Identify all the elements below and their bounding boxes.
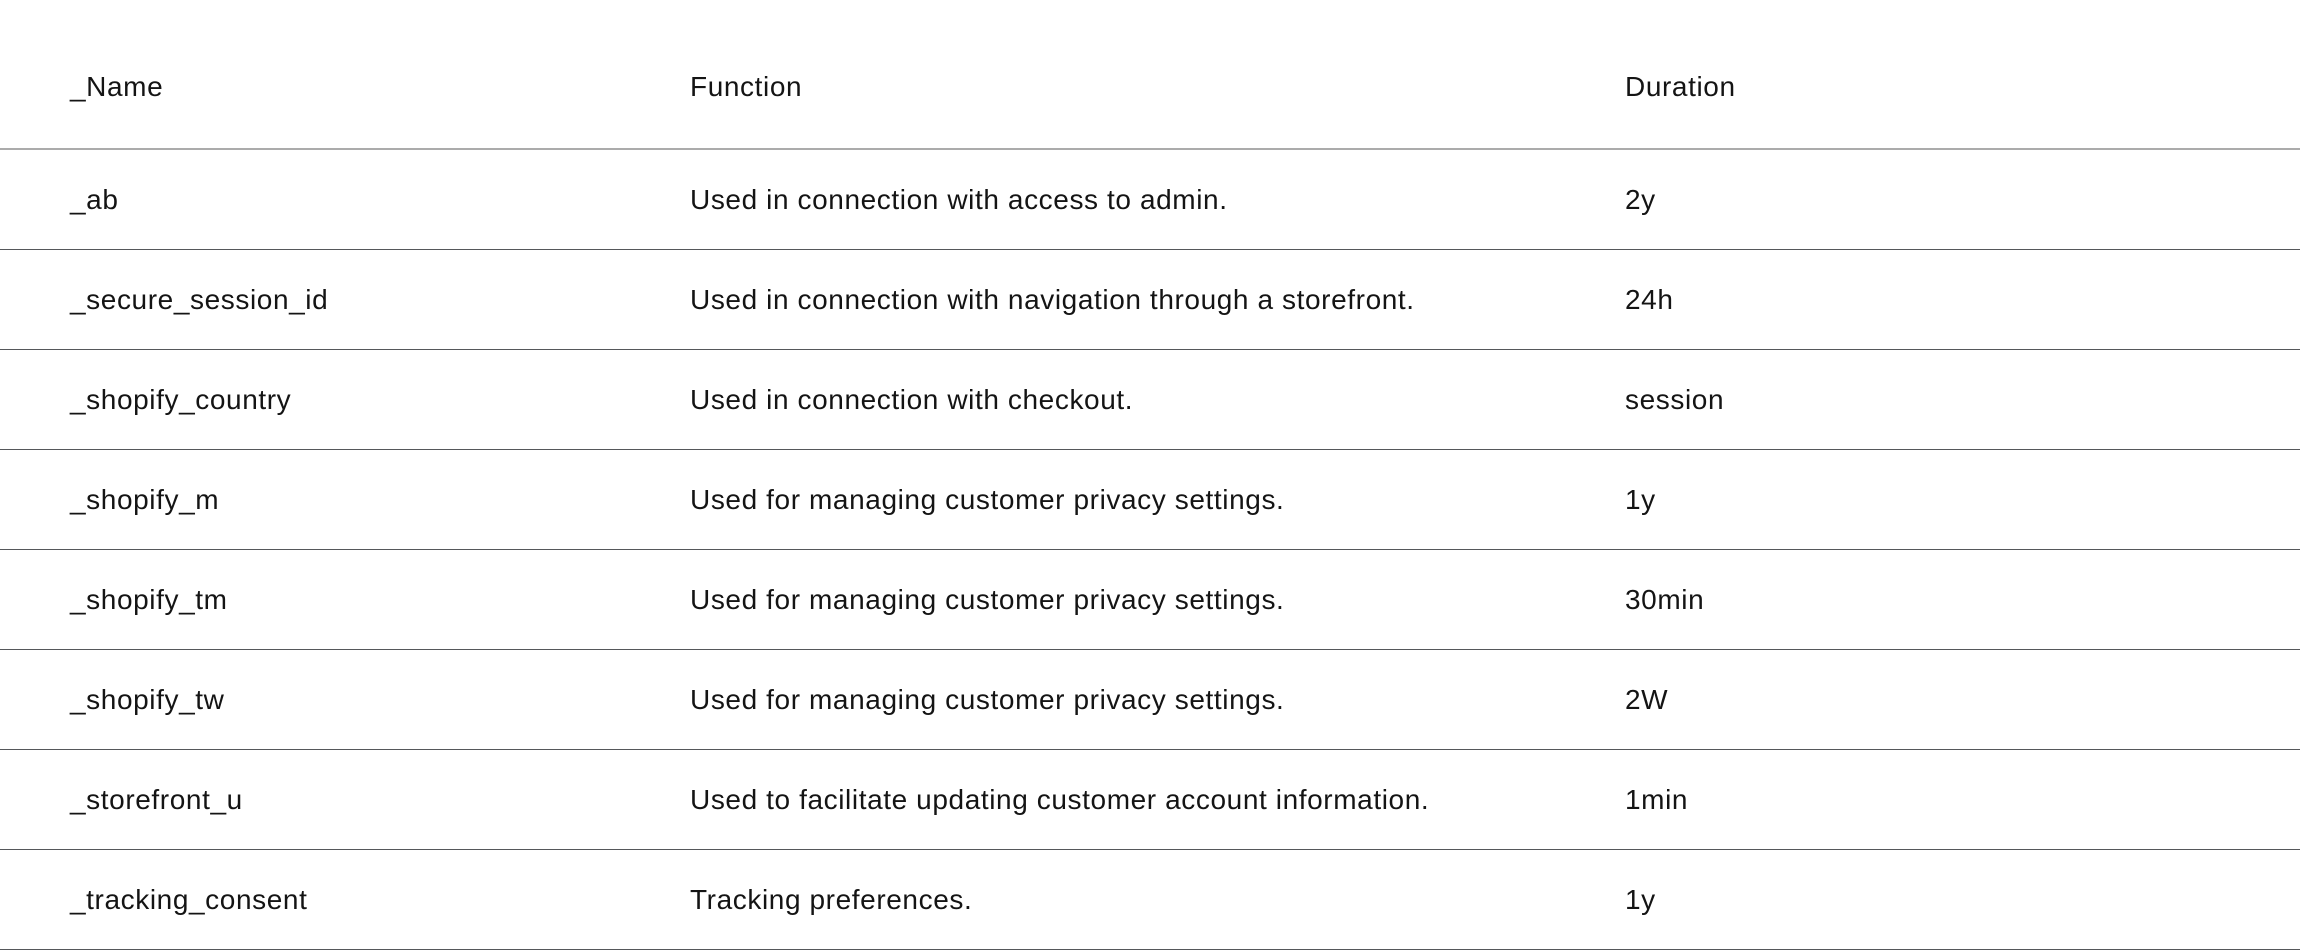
cookie-name-cell: _shopify_country <box>0 349 620 450</box>
column-header-name: _Name <box>0 0 620 150</box>
cookie-name-cell: _ab <box>0 149 620 250</box>
cookie-duration-cell: 1y <box>1555 849 2300 950</box>
column-header-duration: Duration <box>1555 0 2300 150</box>
cookie-function-cell: Tracking preferences. <box>620 849 1555 950</box>
cookie-name-cell: _shopify_m <box>0 449 620 550</box>
cookie-duration-cell: 2W <box>1555 649 2300 750</box>
cookie-function-cell: Used in connection with navigation throu… <box>620 249 1555 350</box>
cookie-name-cell: _storefront_u <box>0 749 620 850</box>
cookie-function-cell: Used for managing customer privacy setti… <box>620 449 1555 550</box>
cookie-name-cell: _shopify_tw <box>0 649 620 750</box>
cookie-duration-cell: 2y <box>1555 149 2300 250</box>
cookie-function-cell: Used for managing customer privacy setti… <box>620 549 1555 650</box>
column-header-function: Function <box>620 0 1555 150</box>
cookie-name-cell: _shopify_tm <box>0 549 620 650</box>
cookie-table-header: _Name Function Duration <box>0 0 2300 150</box>
cookie-duration-cell: 1min <box>1555 749 2300 850</box>
cookie-duration-cell: 30min <box>1555 549 2300 650</box>
cookie-function-cell: Used in connection with checkout. <box>620 349 1555 450</box>
cookie-name-cell: _secure_session_id <box>0 249 620 350</box>
cookie-function-cell: Used to facilitate updating customer acc… <box>620 749 1555 850</box>
cookie-duration-cell: 24h <box>1555 249 2300 350</box>
header-row: _Name Function Duration <box>0 0 2300 150</box>
cookie-function-cell: Used in connection with access to admin. <box>620 149 1555 250</box>
cookie-name-cell: _tracking_consent <box>0 849 620 950</box>
cookie-duration-cell: 1y <box>1555 449 2300 550</box>
cookie-duration-cell: session <box>1555 349 2300 450</box>
cookie-function-cell: Used for managing customer privacy setti… <box>620 649 1555 750</box>
